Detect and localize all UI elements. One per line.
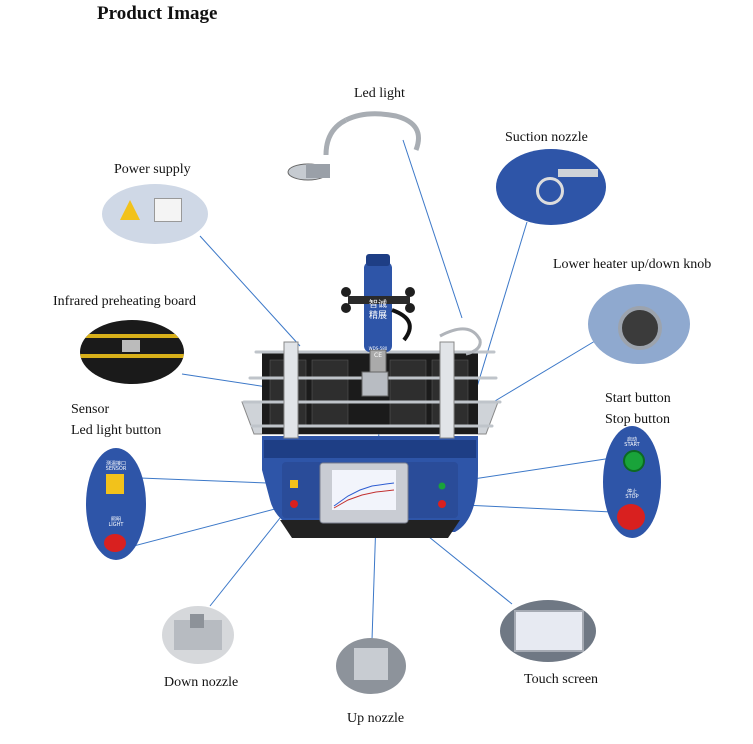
leader-down-nozzle bbox=[209, 517, 281, 607]
start-en-label: START bbox=[624, 442, 640, 448]
power-supply-image bbox=[102, 184, 208, 244]
stop-button-closeup bbox=[617, 504, 645, 530]
label-stop-button: Stop button bbox=[605, 412, 670, 427]
head-model: WDS-580 bbox=[368, 346, 388, 351]
head-brand-text: 智诚精展 bbox=[368, 300, 387, 321]
label-up-nozzle: Up nozzle bbox=[347, 711, 405, 726]
stop-cn-label: 停止 bbox=[626, 489, 637, 495]
label-power-supply: Power supply bbox=[114, 162, 191, 177]
sensor-en-label: SENSOR bbox=[105, 466, 127, 472]
light-button-closeup bbox=[104, 534, 126, 552]
suction-nozzle-image bbox=[496, 149, 606, 225]
light-en-label: LIGHT bbox=[108, 522, 124, 528]
light-cn-label: 照明 bbox=[110, 517, 121, 523]
lower-heater-nozzle bbox=[361, 371, 389, 397]
page-title: Product Image bbox=[97, 3, 218, 24]
label-led-light-button: Led light button bbox=[71, 423, 162, 438]
label-down-nozzle: Down nozzle bbox=[164, 675, 239, 690]
upper-heater-head bbox=[364, 262, 392, 352]
label-infrared-board: Infrared preheating board bbox=[53, 294, 197, 309]
infrared-board-image bbox=[80, 320, 184, 384]
label-start-button: Start button bbox=[605, 391, 671, 406]
label-suction-nozzle: Suction nozzle bbox=[505, 130, 588, 145]
down-nozzle-image bbox=[162, 606, 234, 664]
led-light-image bbox=[287, 111, 421, 181]
upper-nozzle bbox=[369, 349, 387, 373]
leader-lower-heater-knob bbox=[479, 337, 601, 411]
leader-led-light-button bbox=[125, 503, 295, 549]
sensor-light-panel-image: 测温接口 SENSOR 照明 LIGHT bbox=[86, 448, 146, 560]
start-stop-panel-image: 启动 START 停止 STOP bbox=[603, 426, 661, 538]
machine-top-strip bbox=[264, 440, 476, 458]
leader-power-supply bbox=[199, 235, 301, 347]
start-button-small bbox=[438, 482, 446, 490]
sensor-cn-label: 测温接口 bbox=[105, 461, 126, 467]
sensor-port-closeup bbox=[106, 474, 124, 494]
sensor-port bbox=[290, 480, 298, 488]
label-touch-screen: Touch screen bbox=[524, 672, 599, 687]
start-cn-label: 启动 bbox=[626, 437, 637, 443]
stop-en-label: STOP bbox=[625, 494, 639, 500]
label-sensor: Sensor bbox=[71, 402, 110, 417]
machine-base-foot bbox=[280, 520, 460, 538]
stop-button-small bbox=[438, 500, 446, 508]
light-button bbox=[290, 500, 298, 508]
leader-led-light bbox=[402, 139, 463, 319]
touch-screen-image bbox=[500, 600, 596, 662]
ce-mark: CE bbox=[374, 352, 382, 359]
up-nozzle-image bbox=[336, 638, 406, 694]
label-lower-heater-knob: Lower heater up/down knob bbox=[553, 257, 712, 272]
label-led-light: Led light bbox=[354, 86, 405, 101]
lower-heater-knob-image bbox=[588, 284, 690, 364]
start-button-closeup bbox=[623, 450, 645, 472]
